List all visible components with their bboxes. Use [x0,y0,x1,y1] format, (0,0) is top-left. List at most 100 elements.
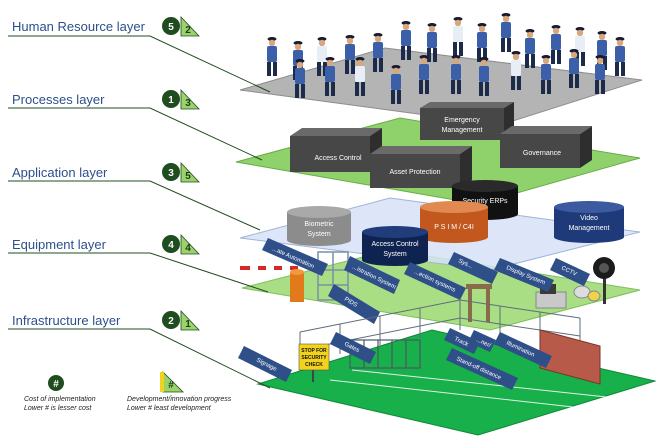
security-guard-figure [501,13,511,52]
cost-badge [162,17,180,35]
legend-progress-line-1: Development/innovation progress [127,396,232,403]
cost-badge [162,90,180,108]
security-guard-figure [551,25,561,64]
cost-value: 3 [168,168,174,179]
stop-line-3: CHECK [305,362,323,368]
tag-label-extra: Sys... [457,258,473,270]
app-label-video-2: Management [569,225,610,232]
legend-progress: # Development/innovation progress Lower … [127,371,232,412]
app-label-access-1: Access Control [371,241,419,248]
security-guard-figure [325,57,335,96]
leader-lines [8,35,271,389]
progress-value: 3 [185,98,191,109]
security-guard-figure [569,49,579,88]
road-lines [329,369,617,411]
layer-label-processes: Processes layer [12,92,105,107]
tag-signage: Signage [238,346,292,382]
progress-badge [180,233,200,255]
legend-progress-line-2: Lower # least development [127,405,212,412]
security-guard-figure [615,37,625,76]
process-label-governance: Governance [523,150,561,157]
cost-value: 5 [168,22,174,33]
barrier-pillar [290,269,304,302]
security-guard-figure [391,65,401,104]
app-biometric-system: Biometric System [287,206,351,246]
progress-badge [180,15,200,37]
app-label-biometric-1: Biometric [304,221,334,228]
app-label-security-erps: Security ERPs [462,198,508,205]
tag-extra-system: Sys... [448,252,498,284]
security-guard-figure [427,23,437,62]
cost-value: 2 [168,316,174,327]
cost-badge [162,163,180,181]
security-guard-figure [477,23,487,62]
cost-badge [162,311,180,329]
tag-cctv: CCTV [550,258,590,286]
satellite-dish-icon [573,285,601,302]
security-guard-figure [451,55,461,94]
layer-label-infrastructure: Infrastructure layer [12,313,121,328]
legend-cost-symbol: # [53,379,59,390]
stop-line-1: STOP FOR [301,348,327,354]
security-guard-figure [511,51,521,90]
process-asset-protection: Asset Protection [370,146,472,188]
badge-application: 3 5 [162,161,200,183]
ptz-camera-icon [593,257,615,304]
cost-value: 1 [168,95,174,106]
walkthrough-detector [466,284,492,322]
app-label-biometric-2: System [307,231,331,238]
legend-cost-line-1: Cost of implementation [24,396,96,403]
progress-value: 2 [185,25,191,36]
security-guard-figure [595,55,605,94]
human-resource-plane [239,47,643,126]
progress-badge [180,309,200,331]
process-label-emergency-2: Management [442,127,483,134]
process-access-control: Access Control [290,128,382,172]
badge-infrastructure: 2 1 [162,309,200,331]
tag-fence: ...ner/ [468,330,496,352]
security-guard-figure [541,55,551,94]
progress-value: 5 [185,171,191,182]
security-guard-figure [267,37,277,76]
app-label-access-2: System [383,251,407,258]
security-guard-figure [525,29,535,68]
stop-line-2: SECURITY [301,355,327,361]
badge-processes: 1 3 [162,88,200,110]
security-guard-figure [355,57,365,96]
stop-sign: STOP FOR SECURITY CHECK [298,343,330,382]
app-label-video-1: Video [580,215,598,222]
security-guard-figure [419,55,429,94]
cost-badge [162,235,180,253]
security-guard-figure [345,35,355,74]
layer-label-human-resource: Human Resource layer [12,19,146,34]
tag-track: Track [444,328,480,354]
legend-cost-line-2: Lower # is lesser cost [24,405,92,412]
process-governance: Governance [500,126,592,168]
progress-value: 1 [185,319,191,330]
security-guards-group [267,13,625,104]
badge-human-resource: 5 2 [162,15,200,37]
process-label-access-control: Access Control [314,155,362,162]
progress-value: 4 [185,243,191,254]
legend-cost-badge [48,375,64,391]
security-guard-figure [373,33,383,72]
progress-badge [180,88,200,110]
security-guard-figure [453,17,463,56]
process-label-emergency-1: Emergency [444,117,480,124]
legend-cost: # Cost of implementation Lower # is less… [24,375,96,412]
tag-pids: PIDS [328,284,380,324]
process-emergency-management: Emergency Management [420,102,514,140]
legend-progress-symbol: # [168,380,174,391]
badge-equipment: 4 4 [162,233,200,255]
layer-label-application: Application layer [12,165,108,180]
progress-badge [180,161,200,183]
security-guard-figure [479,57,489,96]
barrier-arm [240,266,298,270]
layer-label-equipment: Equipment layer [12,237,107,252]
process-label-asset-protection: Asset Protection [390,169,441,176]
app-video-management: Video Management [554,201,624,243]
app-psim-c4i: P S I M / C4I [420,201,488,243]
app-label-psim: P S I M / C4I [434,224,474,231]
